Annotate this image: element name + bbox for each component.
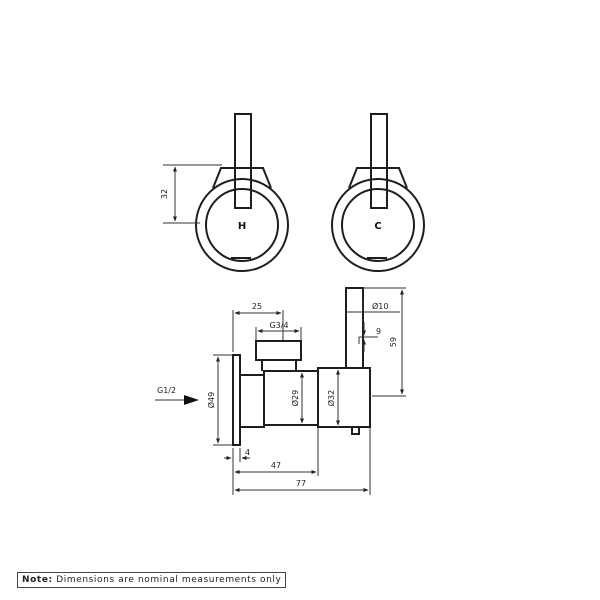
side-view-body: [232, 287, 371, 446]
inlet-arrow: G1/2: [155, 386, 199, 405]
dim-outlet-thread-label: G3/4: [269, 321, 288, 330]
note-text: Dimensions are nominal measurements only: [56, 575, 282, 585]
hot-label: H: [238, 221, 246, 232]
dim-4: 4: [224, 448, 250, 495]
note-label: Note:: [22, 575, 53, 585]
dim-outlet-thread: G3/4: [255, 321, 302, 340]
dim-25: 25: [232, 302, 284, 352]
dim-25-label: 25: [252, 302, 262, 311]
height-dim-label: 32: [160, 189, 169, 199]
dim-9-label: 9: [376, 327, 381, 336]
dim-4-label: 4: [245, 448, 250, 457]
dim-handle-diameter: Ø10: [346, 300, 400, 313]
dim-handle-diameter-label: Ø10: [372, 301, 388, 311]
inlet-label: G1/2: [157, 386, 176, 395]
height-dimension: 32: [160, 164, 222, 224]
dim-47: 47: [234, 428, 319, 476]
dim-47-label: 47: [271, 461, 281, 470]
dim-59-label: 59: [389, 337, 398, 347]
dim-body-diameter-label: Ø29: [290, 390, 300, 406]
dim-77: 77: [234, 428, 371, 495]
dim-59: 59: [364, 287, 406, 397]
dim-77-label: 77: [296, 479, 306, 488]
dim-plate-diameter: Ø49: [206, 354, 232, 446]
cold-label: C: [374, 221, 381, 232]
dim-body-diameter: Ø29: [290, 372, 304, 424]
hot-tap-front-view: H: [195, 113, 289, 272]
dim-cylinder-diameter-label: Ø32: [326, 390, 336, 406]
dim-plate-diameter-label: Ø49: [206, 392, 216, 408]
cold-tap-front-view: C: [331, 113, 425, 272]
dim-9: 9: [358, 322, 381, 352]
note-box: Note: Dimensions are nominal measurement…: [17, 572, 287, 588]
dim-cylinder-diameter: Ø32: [326, 369, 340, 426]
